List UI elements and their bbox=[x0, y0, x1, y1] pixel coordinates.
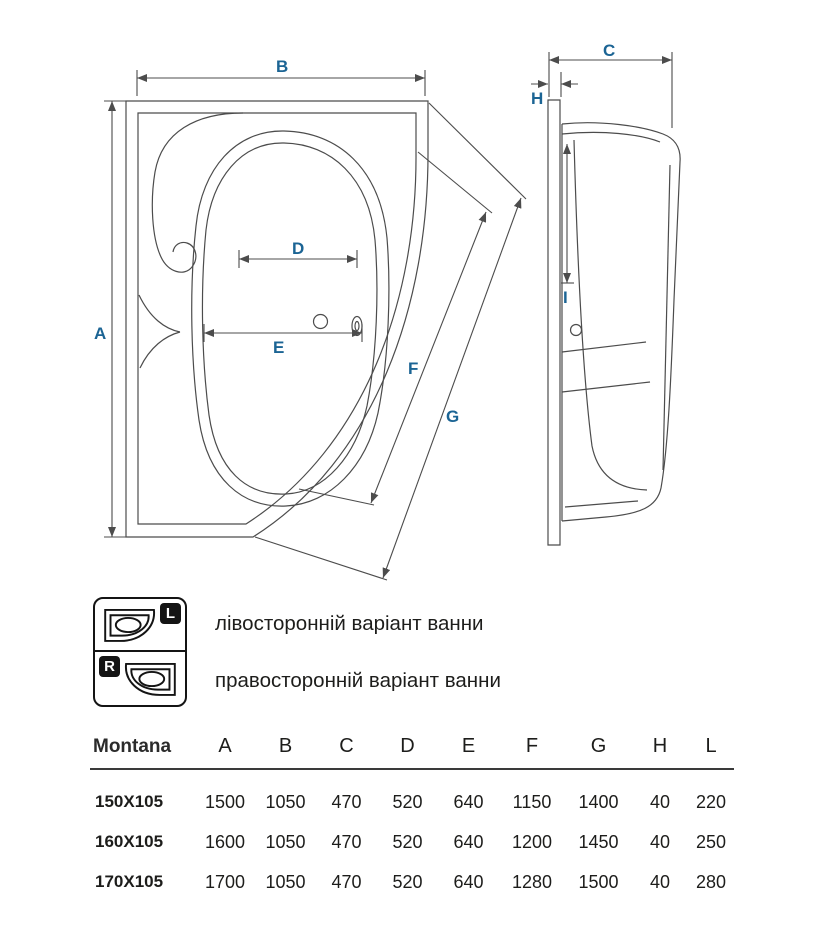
handle-icon-inner bbox=[354, 320, 360, 332]
left-variant-text: лівосторонній варіант ванни bbox=[215, 612, 484, 635]
table-header-row: Montana A B C D E F G H L bbox=[90, 735, 734, 770]
seat-line-lower bbox=[561, 381, 651, 393]
table-cell: 1200 bbox=[511, 831, 553, 852]
table-cell: 40 bbox=[649, 831, 671, 852]
table-cell: 470 bbox=[331, 871, 362, 892]
table-cell: 520 bbox=[392, 871, 423, 892]
dim-label-c: C bbox=[603, 41, 616, 60]
table-header-cell: E bbox=[461, 735, 476, 757]
dim-label-b: B bbox=[276, 57, 289, 76]
table-cell: 1050 bbox=[265, 791, 306, 812]
row-size-label: 150X105 bbox=[95, 792, 164, 811]
dim-label-g: G bbox=[446, 407, 460, 426]
row-size-label: 170X105 bbox=[95, 872, 164, 891]
headrest-swirl bbox=[151, 112, 244, 273]
bathtub-technical-drawing bbox=[104, 52, 681, 581]
table-header-cell: D bbox=[400, 735, 415, 757]
table-cell: 280 bbox=[695, 871, 727, 892]
orientation-legend: L R bbox=[93, 597, 187, 707]
right-variant-badge: R bbox=[99, 656, 120, 677]
table-header-cell: G bbox=[590, 735, 607, 757]
table-header-cell: L bbox=[705, 735, 717, 757]
dim-label-e: E bbox=[273, 338, 285, 357]
table-cell: 1600 bbox=[204, 831, 246, 852]
table-cell: 640 bbox=[453, 831, 484, 852]
table-cell: 1400 bbox=[578, 791, 619, 812]
table-cell: 520 bbox=[392, 831, 423, 852]
shelf-curve-lower bbox=[139, 331, 181, 369]
basin-profile bbox=[573, 139, 648, 491]
ext-line bbox=[417, 151, 493, 214]
dim-label-i: I bbox=[563, 288, 568, 307]
table-cell: 1280 bbox=[511, 871, 553, 892]
row-size-label: 160X105 bbox=[95, 832, 164, 851]
tub-inner-rim bbox=[137, 112, 417, 525]
tub-right-inner bbox=[662, 164, 671, 471]
table-cell: 40 bbox=[649, 871, 671, 892]
side-view bbox=[547, 99, 681, 546]
shelf-curve-upper bbox=[138, 294, 181, 333]
left-variant-tub-icon bbox=[104, 608, 155, 642]
dim-label-a: A bbox=[94, 324, 107, 343]
ext-line bbox=[298, 488, 375, 506]
table-cell: 520 bbox=[392, 791, 423, 812]
seat-line-upper bbox=[561, 341, 647, 353]
right-variant-tub-icon bbox=[125, 662, 176, 696]
apron-panel bbox=[547, 99, 561, 546]
table-cell: 1050 bbox=[265, 831, 306, 852]
table-cell: 250 bbox=[695, 831, 727, 852]
basin-inner bbox=[201, 142, 378, 495]
table-header-cell: F bbox=[525, 735, 539, 757]
dim-line-G bbox=[382, 197, 522, 579]
table-header-cell: H bbox=[652, 735, 668, 757]
table-cell: 1450 bbox=[578, 831, 619, 852]
table-cell: 1150 bbox=[512, 791, 552, 812]
table-cell: 470 bbox=[331, 791, 362, 812]
table-cell: 470 bbox=[331, 831, 362, 852]
side-view-dimensions bbox=[531, 52, 673, 284]
table-cell: 1500 bbox=[204, 791, 246, 812]
ext-line bbox=[254, 536, 388, 581]
table-row: 170X105 1700 1050 470 520 640 1280 1500 … bbox=[90, 862, 734, 902]
right-variant-text: правосторонній варіант ванни bbox=[215, 669, 501, 692]
top-view bbox=[125, 100, 429, 538]
dimensions-table: Montana A B C D E F G H L 150X105 1500 1… bbox=[90, 735, 734, 902]
table-cell: 640 bbox=[453, 871, 484, 892]
left-variant-badge: L bbox=[160, 603, 181, 624]
drain-icon bbox=[312, 313, 329, 330]
ext-line bbox=[428, 102, 527, 200]
bottom-inner-line bbox=[564, 500, 639, 508]
table-row: 160X105 1600 1050 470 520 640 1200 1450 … bbox=[90, 822, 734, 862]
table-row: 150X105 1500 1050 470 520 640 1150 1400 … bbox=[90, 782, 734, 822]
dim-label-d: D bbox=[292, 239, 305, 258]
table-cell: 640 bbox=[453, 791, 484, 812]
table-cell: 40 bbox=[649, 791, 671, 812]
dim-label-h: H bbox=[531, 89, 544, 108]
table-header-cell: A bbox=[218, 735, 232, 757]
legend-cell-left-variant: L bbox=[95, 599, 185, 652]
tub-rim-inner bbox=[561, 131, 661, 143]
table-cell: 220 bbox=[695, 791, 727, 812]
top-view-dimensions bbox=[104, 70, 527, 581]
overflow-icon bbox=[569, 323, 583, 337]
table-cell: 1700 bbox=[204, 871, 246, 892]
tub-profile-outer bbox=[561, 122, 681, 522]
table-header-cell: C bbox=[339, 735, 354, 757]
dim-label-f: F bbox=[408, 359, 419, 378]
table-cell: 1050 bbox=[265, 871, 306, 892]
table-cell: 1500 bbox=[578, 871, 619, 892]
legend-cell-right-variant: R bbox=[95, 652, 185, 705]
table-brand: Montana bbox=[93, 736, 172, 757]
tub-outer-outline bbox=[125, 100, 429, 538]
table-header-cell: B bbox=[278, 735, 293, 757]
